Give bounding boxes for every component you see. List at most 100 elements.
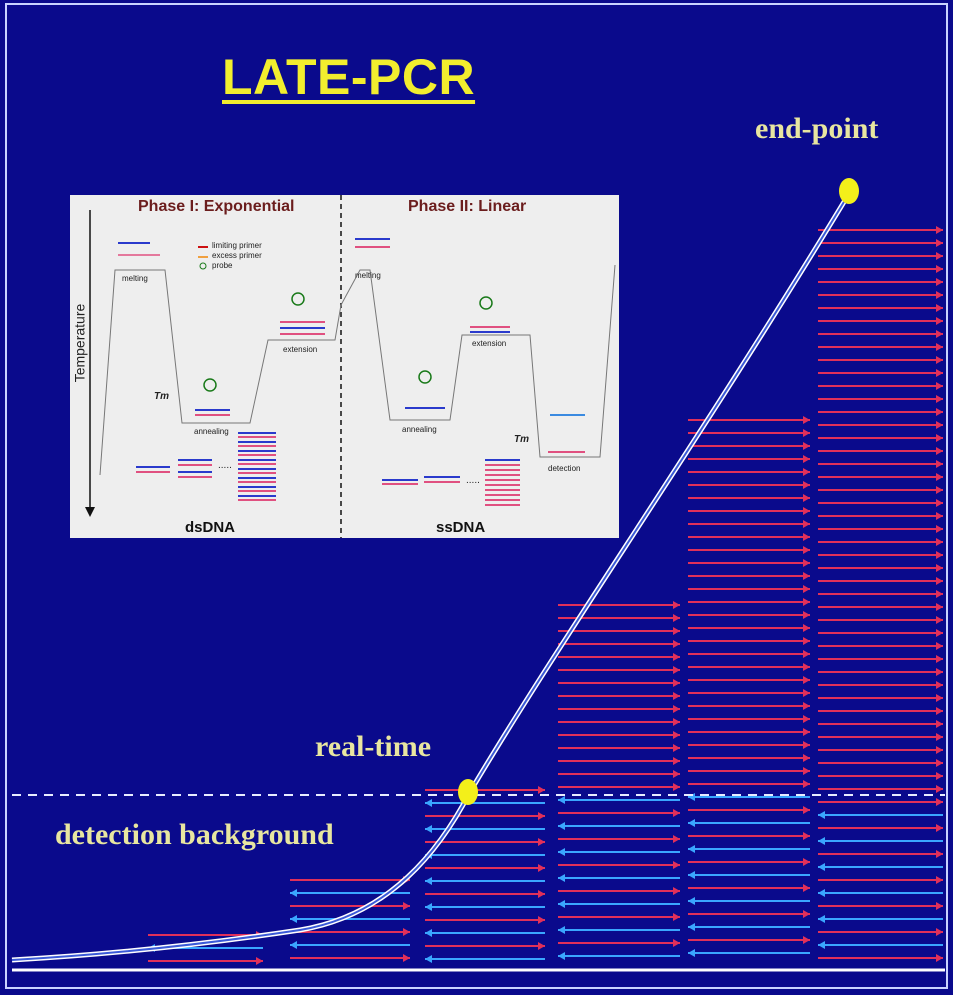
temperature-axis-label: Temperature <box>71 303 88 383</box>
strand-arrowhead <box>688 819 695 827</box>
strand-arrowhead <box>803 806 810 814</box>
strand-arrowhead <box>803 481 810 489</box>
strand-arrowhead <box>936 421 943 429</box>
strand-arrowhead <box>803 416 810 424</box>
strand-arrowhead <box>673 640 680 648</box>
strand-arrowhead <box>936 486 943 494</box>
strand-arrowhead <box>673 809 680 817</box>
strand-arrowhead <box>558 900 565 908</box>
strand-arrowhead <box>803 611 810 619</box>
strand-arrowhead <box>936 759 943 767</box>
strand-arrowhead <box>936 629 943 637</box>
strand-arrowhead <box>803 741 810 749</box>
strand-arrowhead <box>290 915 297 923</box>
strand-arrowhead <box>936 434 943 442</box>
strand-arrowhead <box>936 499 943 507</box>
strand-arrowhead <box>936 746 943 754</box>
step-annealing-1: annealing <box>194 427 229 436</box>
strand-arrowhead <box>425 825 432 833</box>
tm-label-2: Tm <box>514 434 529 445</box>
strand-arrowhead <box>936 928 943 936</box>
strand-arrowhead <box>818 941 825 949</box>
strand-arrowhead <box>936 824 943 832</box>
strand-arrowhead <box>673 601 680 609</box>
strand-arrowhead <box>425 903 432 911</box>
strand-arrowhead <box>803 546 810 554</box>
strand-arrowhead <box>403 928 410 936</box>
detection-background-label: detection background <box>55 818 334 851</box>
strand-arrowhead <box>673 835 680 843</box>
strand-arrowhead <box>803 559 810 567</box>
strand-arrowhead <box>673 679 680 687</box>
strand-arrowhead <box>936 850 943 858</box>
strand-arrowhead <box>673 614 680 622</box>
step-melting-1: melting <box>122 274 148 283</box>
strand-arrowhead <box>936 720 943 728</box>
strand-arrowhead <box>558 874 565 882</box>
strand-arrowhead <box>818 915 825 923</box>
strand-arrowhead <box>673 627 680 635</box>
strand-arrowhead <box>803 754 810 762</box>
strand-arrowhead <box>803 689 810 697</box>
frame <box>5 3 948 989</box>
strand-arrowhead <box>673 887 680 895</box>
strand-marks-phase2 <box>355 238 585 453</box>
strand-arrowhead <box>688 871 695 879</box>
strand-arrowhead <box>936 681 943 689</box>
strand-arrowhead <box>936 590 943 598</box>
strand-arrowhead <box>538 916 545 924</box>
strand-arrowhead <box>425 929 432 937</box>
strand-arrowhead <box>803 442 810 450</box>
page-title: LATE-PCR <box>222 49 476 105</box>
strand-arrowhead <box>936 343 943 351</box>
strand-arrowhead <box>558 796 565 804</box>
strand-arrowhead <box>803 936 810 944</box>
strand-arrowhead <box>673 718 680 726</box>
strand-arrowhead <box>803 637 810 645</box>
end-point-label: end-point <box>755 112 879 145</box>
strand-arrowhead <box>818 863 825 871</box>
strand-arrowhead <box>936 564 943 572</box>
strand-arrowhead <box>803 780 810 788</box>
strand-arrowhead <box>538 864 545 872</box>
strand-arrowhead <box>558 952 565 960</box>
strand-arrowhead <box>290 889 297 897</box>
legend-limiting-primer: limiting primer <box>212 241 262 250</box>
thermal-profile-phase1 <box>99 269 342 476</box>
legend-excess-primer: excess primer <box>212 251 262 260</box>
strand-arrowhead <box>673 770 680 778</box>
strand-arrowhead <box>936 369 943 377</box>
legend-probe: probe <box>212 261 233 270</box>
strand-arrowhead <box>803 624 810 632</box>
strand-arrowhead <box>538 942 545 950</box>
strand-arrowhead <box>936 239 943 247</box>
strand-arrowhead <box>936 733 943 741</box>
strand-arrowhead <box>936 902 943 910</box>
strand-arrowhead <box>688 923 695 931</box>
strand-arrowhead <box>936 252 943 260</box>
strand-arrowhead <box>425 955 432 963</box>
strand-arrowhead <box>803 884 810 892</box>
strand-arrowhead <box>673 731 680 739</box>
strand-arrowhead <box>256 957 263 965</box>
strand-arrowhead <box>538 838 545 846</box>
strand-arrowhead <box>803 728 810 736</box>
strand-arrowhead <box>803 429 810 437</box>
strand-arrowhead <box>803 663 810 671</box>
strand-arrowhead <box>936 226 943 234</box>
strand-arrowhead <box>936 772 943 780</box>
strand-arrowhead <box>673 666 680 674</box>
strand-arrowhead <box>803 858 810 866</box>
ssdna-stack <box>382 459 520 506</box>
strand-arrowhead <box>673 913 680 921</box>
end-point-marker <box>839 178 859 204</box>
strand-arrowhead <box>803 520 810 528</box>
strand-arrowhead <box>936 798 943 806</box>
strand-arrowhead <box>803 676 810 684</box>
strand-arrowhead <box>936 668 943 676</box>
strand-arrowhead <box>673 939 680 947</box>
strand-arrowhead <box>673 653 680 661</box>
strand-arrowhead <box>688 793 695 801</box>
strand-arrowhead <box>673 757 680 765</box>
